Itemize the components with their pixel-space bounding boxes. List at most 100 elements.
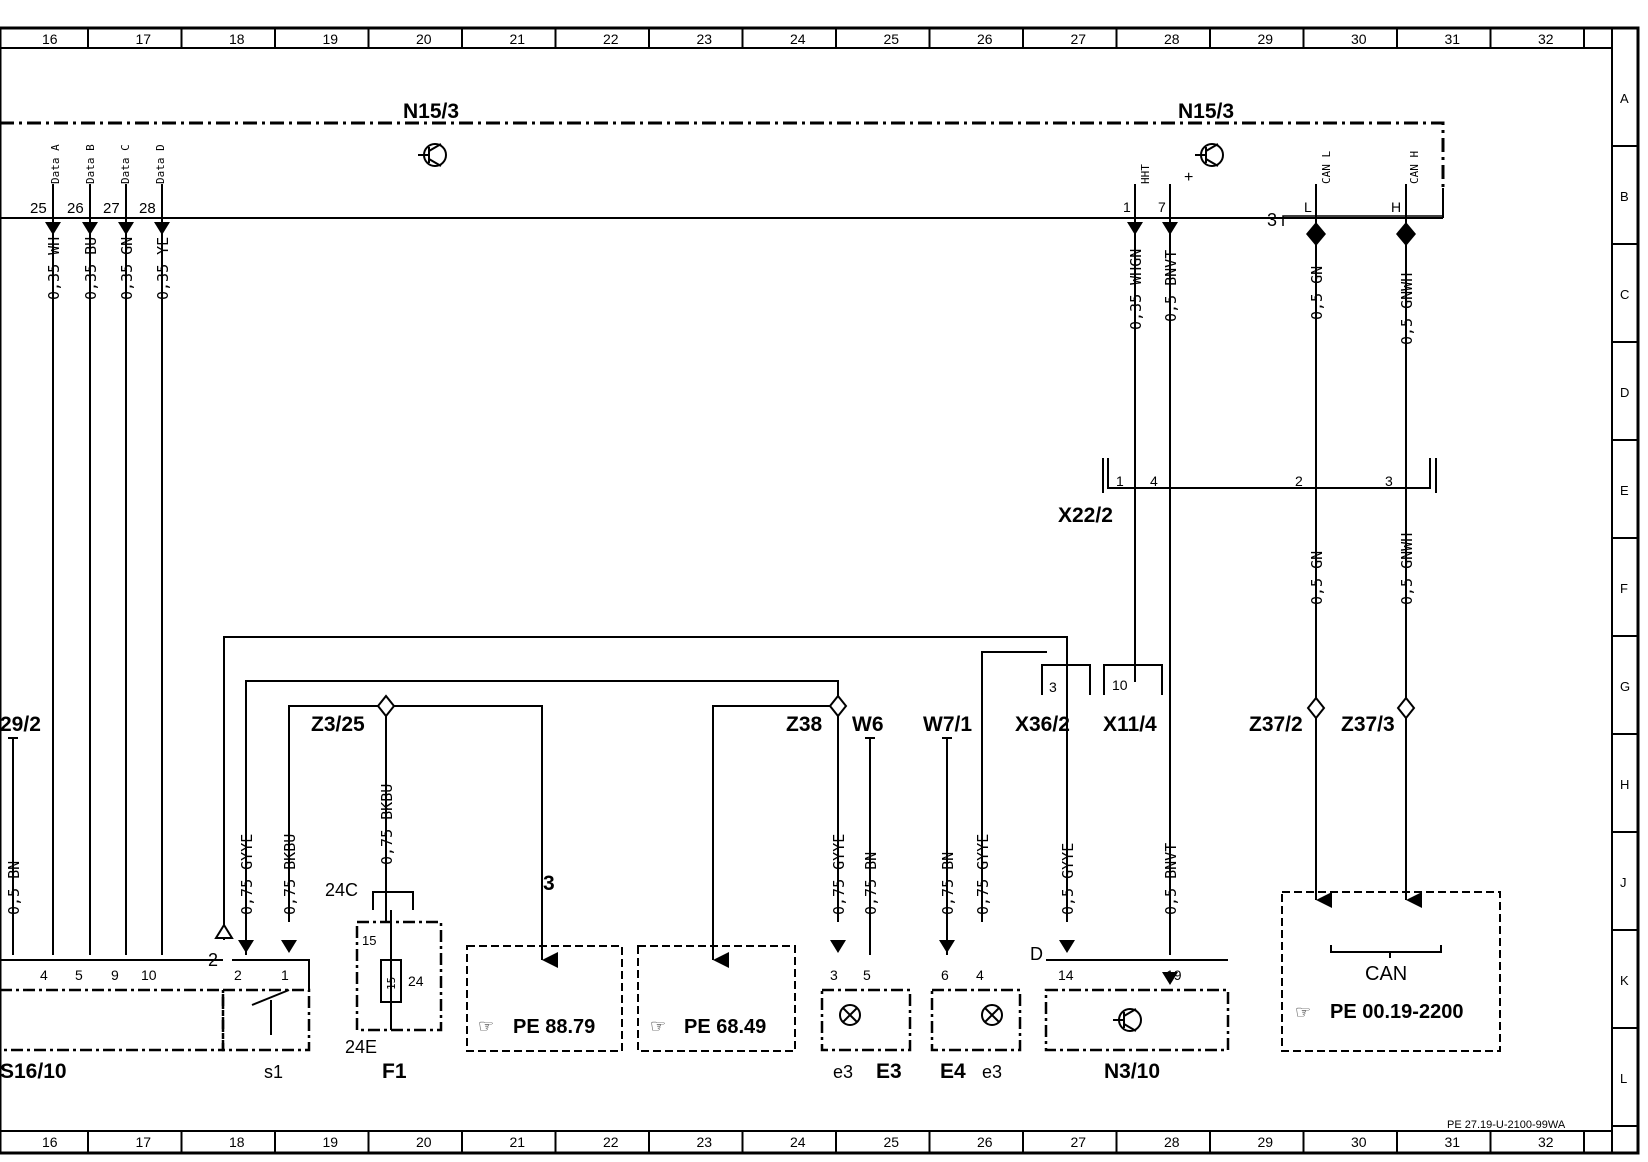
wire-label-bnvt: 0,5 BNVT [1162, 250, 1180, 322]
f1-fuse-15: 15 [385, 977, 398, 990]
pin-num-27: 27 [103, 200, 120, 217]
top-column-number: 22 [603, 31, 619, 47]
top-column-number: 18 [229, 31, 245, 47]
wire-label-wh: 0,35 WH [45, 237, 63, 300]
f1-label: F1 [382, 1060, 407, 1083]
bottom-column-number: 16 [42, 1134, 58, 1150]
row-letter: L [1620, 1071, 1627, 1086]
e3-comp-label: E3 [876, 1060, 902, 1083]
n3-pin-14: 14 [1058, 967, 1074, 983]
wire-label-gyye-e3: 0,75 GYYE [830, 834, 848, 915]
wire-label-bu: 0,35 BU [82, 237, 100, 300]
pin-l: L [1304, 199, 1312, 215]
wire-label-gn: 0,35 GN [118, 237, 136, 300]
n15-3-label-right: N15/3 [1178, 100, 1234, 123]
data-wires [52, 184, 163, 955]
x11-pin: 10 [1112, 677, 1128, 693]
x22-2-label: X22/2 [1058, 504, 1113, 527]
top-column-number: 16 [42, 31, 58, 47]
wire-label-whgn: 0,35 WHGN [1127, 249, 1145, 330]
fuse-icon [372, 891, 414, 1030]
n15-3-module [0, 121, 1445, 219]
s16-pin-10: 10 [141, 967, 157, 983]
wire-label-bn-e3: 0,75 BN [862, 852, 880, 915]
x22-pin-2: 2 [1295, 473, 1303, 489]
pin-num-28: 28 [139, 200, 156, 217]
pe-reference-boxes [466, 891, 1501, 1052]
s16-pin-5: 5 [75, 967, 83, 983]
f1-pin-24: 24 [408, 973, 424, 989]
bottom-column-number: 24 [790, 1134, 806, 1150]
reference-count: 3 [543, 872, 555, 895]
row-letter: H [1620, 777, 1629, 792]
pin-can-l: CAN L [1320, 151, 1333, 184]
ref-pe-68-49: PE 68.49 [684, 1016, 766, 1038]
x22-pin-1: 1 [1116, 473, 1124, 489]
pin-h: H [1391, 199, 1401, 215]
x22-2-connector [1102, 458, 1437, 493]
bottom-column-number: 22 [603, 1134, 619, 1150]
wire-label-bnvt-n3: 0,5 BNVT [1162, 843, 1180, 915]
bottom-column-number: 20 [416, 1134, 432, 1150]
f1-24c: 24C [325, 880, 358, 900]
f1-fuse-box [355, 920, 443, 1032]
n3-10-box [1044, 988, 1230, 1052]
z38-label: Z38 [786, 713, 823, 736]
wire-end-arrow-icons [214, 923, 1178, 985]
wire-label-gyye-s1: 0,75 GYYE [238, 834, 256, 915]
s1-pin-2: 2 [234, 967, 242, 983]
top-column-number: 31 [1445, 31, 1461, 47]
s1-pin-1: 1 [281, 967, 289, 983]
row-letter: E [1620, 483, 1629, 498]
bottom-column-number: 30 [1351, 1134, 1367, 1150]
hand-pointer-icon: ☞ [478, 1016, 494, 1036]
s16-10-label: S16/10 [0, 1060, 67, 1083]
row-letter: B [1620, 189, 1629, 204]
top-column-number: 20 [416, 31, 432, 47]
s16-pin-9: 9 [111, 967, 119, 983]
top-column-number: 21 [510, 31, 526, 47]
x11-4-label: X11/4 [1103, 713, 1157, 736]
transistor-icon [1113, 1008, 1142, 1032]
row-letter: A [1620, 91, 1629, 106]
wire-label-gnwh-top: 0,5 GNWH [1398, 273, 1416, 345]
bottom-column-number: 17 [136, 1134, 152, 1150]
wire-label-bkbu-s1: 0,75 BKBU [281, 834, 299, 915]
column-ticks [87, 28, 1585, 1153]
wire-label-bn-left: 0,5 BN [5, 861, 23, 915]
row-letter: C [1620, 287, 1629, 302]
n15-3-label-left: N15/3 [403, 100, 459, 123]
x36-2-connector [1041, 664, 1163, 695]
transistor-icon [418, 143, 447, 167]
bottom-column-number: 21 [510, 1134, 526, 1150]
pin-plus: + [1184, 169, 1193, 186]
s1-outer-pin: 2 [208, 950, 218, 970]
x36-2-label: X36/2 [1015, 713, 1070, 736]
pin-data-d: Data D [154, 144, 167, 184]
can-connector-icons [1306, 222, 1416, 720]
pin-data-a: Data A [49, 144, 62, 184]
z3-25-label: Z3/25 [311, 713, 365, 736]
n3-10-label: N3/10 [1104, 1060, 1160, 1083]
top-column-number: 27 [1071, 31, 1087, 47]
w6-label: W6 [852, 713, 884, 736]
frame [0, 26, 1640, 1155]
e3-left-label: e3 [833, 1062, 853, 1082]
lamp-icon [981, 1004, 1003, 1026]
pin-can-h: CAN H [1408, 151, 1421, 184]
e4-pin-6: 6 [941, 967, 949, 983]
wire-label-gn-top: 0,5 GN [1308, 266, 1326, 320]
bottom-column-number: 26 [977, 1134, 993, 1150]
f1-pin-15: 15 [362, 933, 376, 948]
e3-pin-5: 5 [863, 967, 871, 983]
x36-pin: 3 [1049, 679, 1057, 695]
bottom-column-number: 29 [1258, 1134, 1274, 1150]
e3-pin-3: 3 [830, 967, 838, 983]
wire-label-gn-mid: 0,5 GN [1308, 551, 1326, 605]
z37-3-label: Z37/3 [1341, 713, 1395, 736]
w7-1-label: W7/1 [923, 713, 972, 736]
ref-pe-88-79: PE 88.79 [513, 1016, 595, 1038]
bottom-column-number: 31 [1445, 1134, 1461, 1150]
pin-num-26: 26 [67, 200, 84, 217]
